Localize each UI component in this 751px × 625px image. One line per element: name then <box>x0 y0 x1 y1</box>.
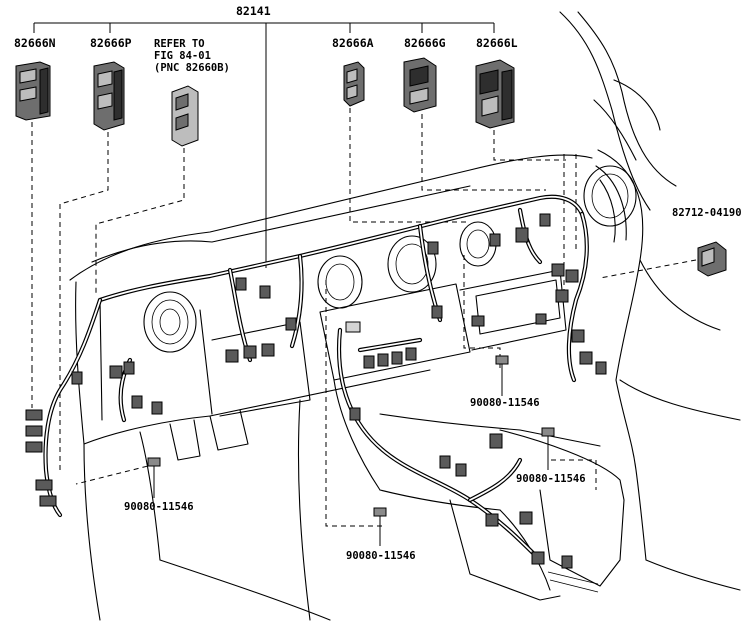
label-bolt-right-upper: 90080-11546 <box>470 397 540 409</box>
label-82666p: 82666P <box>90 36 132 50</box>
bolt-bottom-icon <box>373 507 387 546</box>
label-82666n: 82666N <box>14 36 56 50</box>
label-82666g: 82666G <box>404 36 446 50</box>
connector-82666n-icon <box>15 61 51 121</box>
bolt-right-lower-icon <box>541 427 555 470</box>
label-refer-line1: REFER TO <box>154 38 205 50</box>
label-82666l: 82666L <box>476 36 518 50</box>
label-refer-line3: (PNC 82660B) <box>154 62 230 74</box>
label-bolt-left: 90080-11546 <box>124 501 194 513</box>
label-bolt-right-lower: 90080-11546 <box>516 473 586 485</box>
connector-82660b-icon <box>171 85 199 147</box>
connector-82666g-icon <box>403 57 437 113</box>
bolt-left-icon <box>147 457 161 498</box>
bracket-82141 <box>33 22 495 268</box>
relay-82712-icon <box>697 241 727 277</box>
harness-connectors <box>25 213 607 569</box>
label-82666a: 82666A <box>332 36 374 50</box>
dashboard-body <box>69 11 741 621</box>
label-bolt-bottom: 90080-11546 <box>346 550 416 562</box>
label-82712-04190: 82712-04190 <box>672 207 742 219</box>
bolt-right-upper-icon <box>495 355 509 396</box>
connector-82666a-icon <box>343 61 365 107</box>
label-82141: 82141 <box>236 4 271 18</box>
label-refer-line2: FIG 84-01 <box>154 50 211 62</box>
connector-82666p-icon <box>93 61 125 131</box>
connector-82666l-icon <box>475 59 515 129</box>
